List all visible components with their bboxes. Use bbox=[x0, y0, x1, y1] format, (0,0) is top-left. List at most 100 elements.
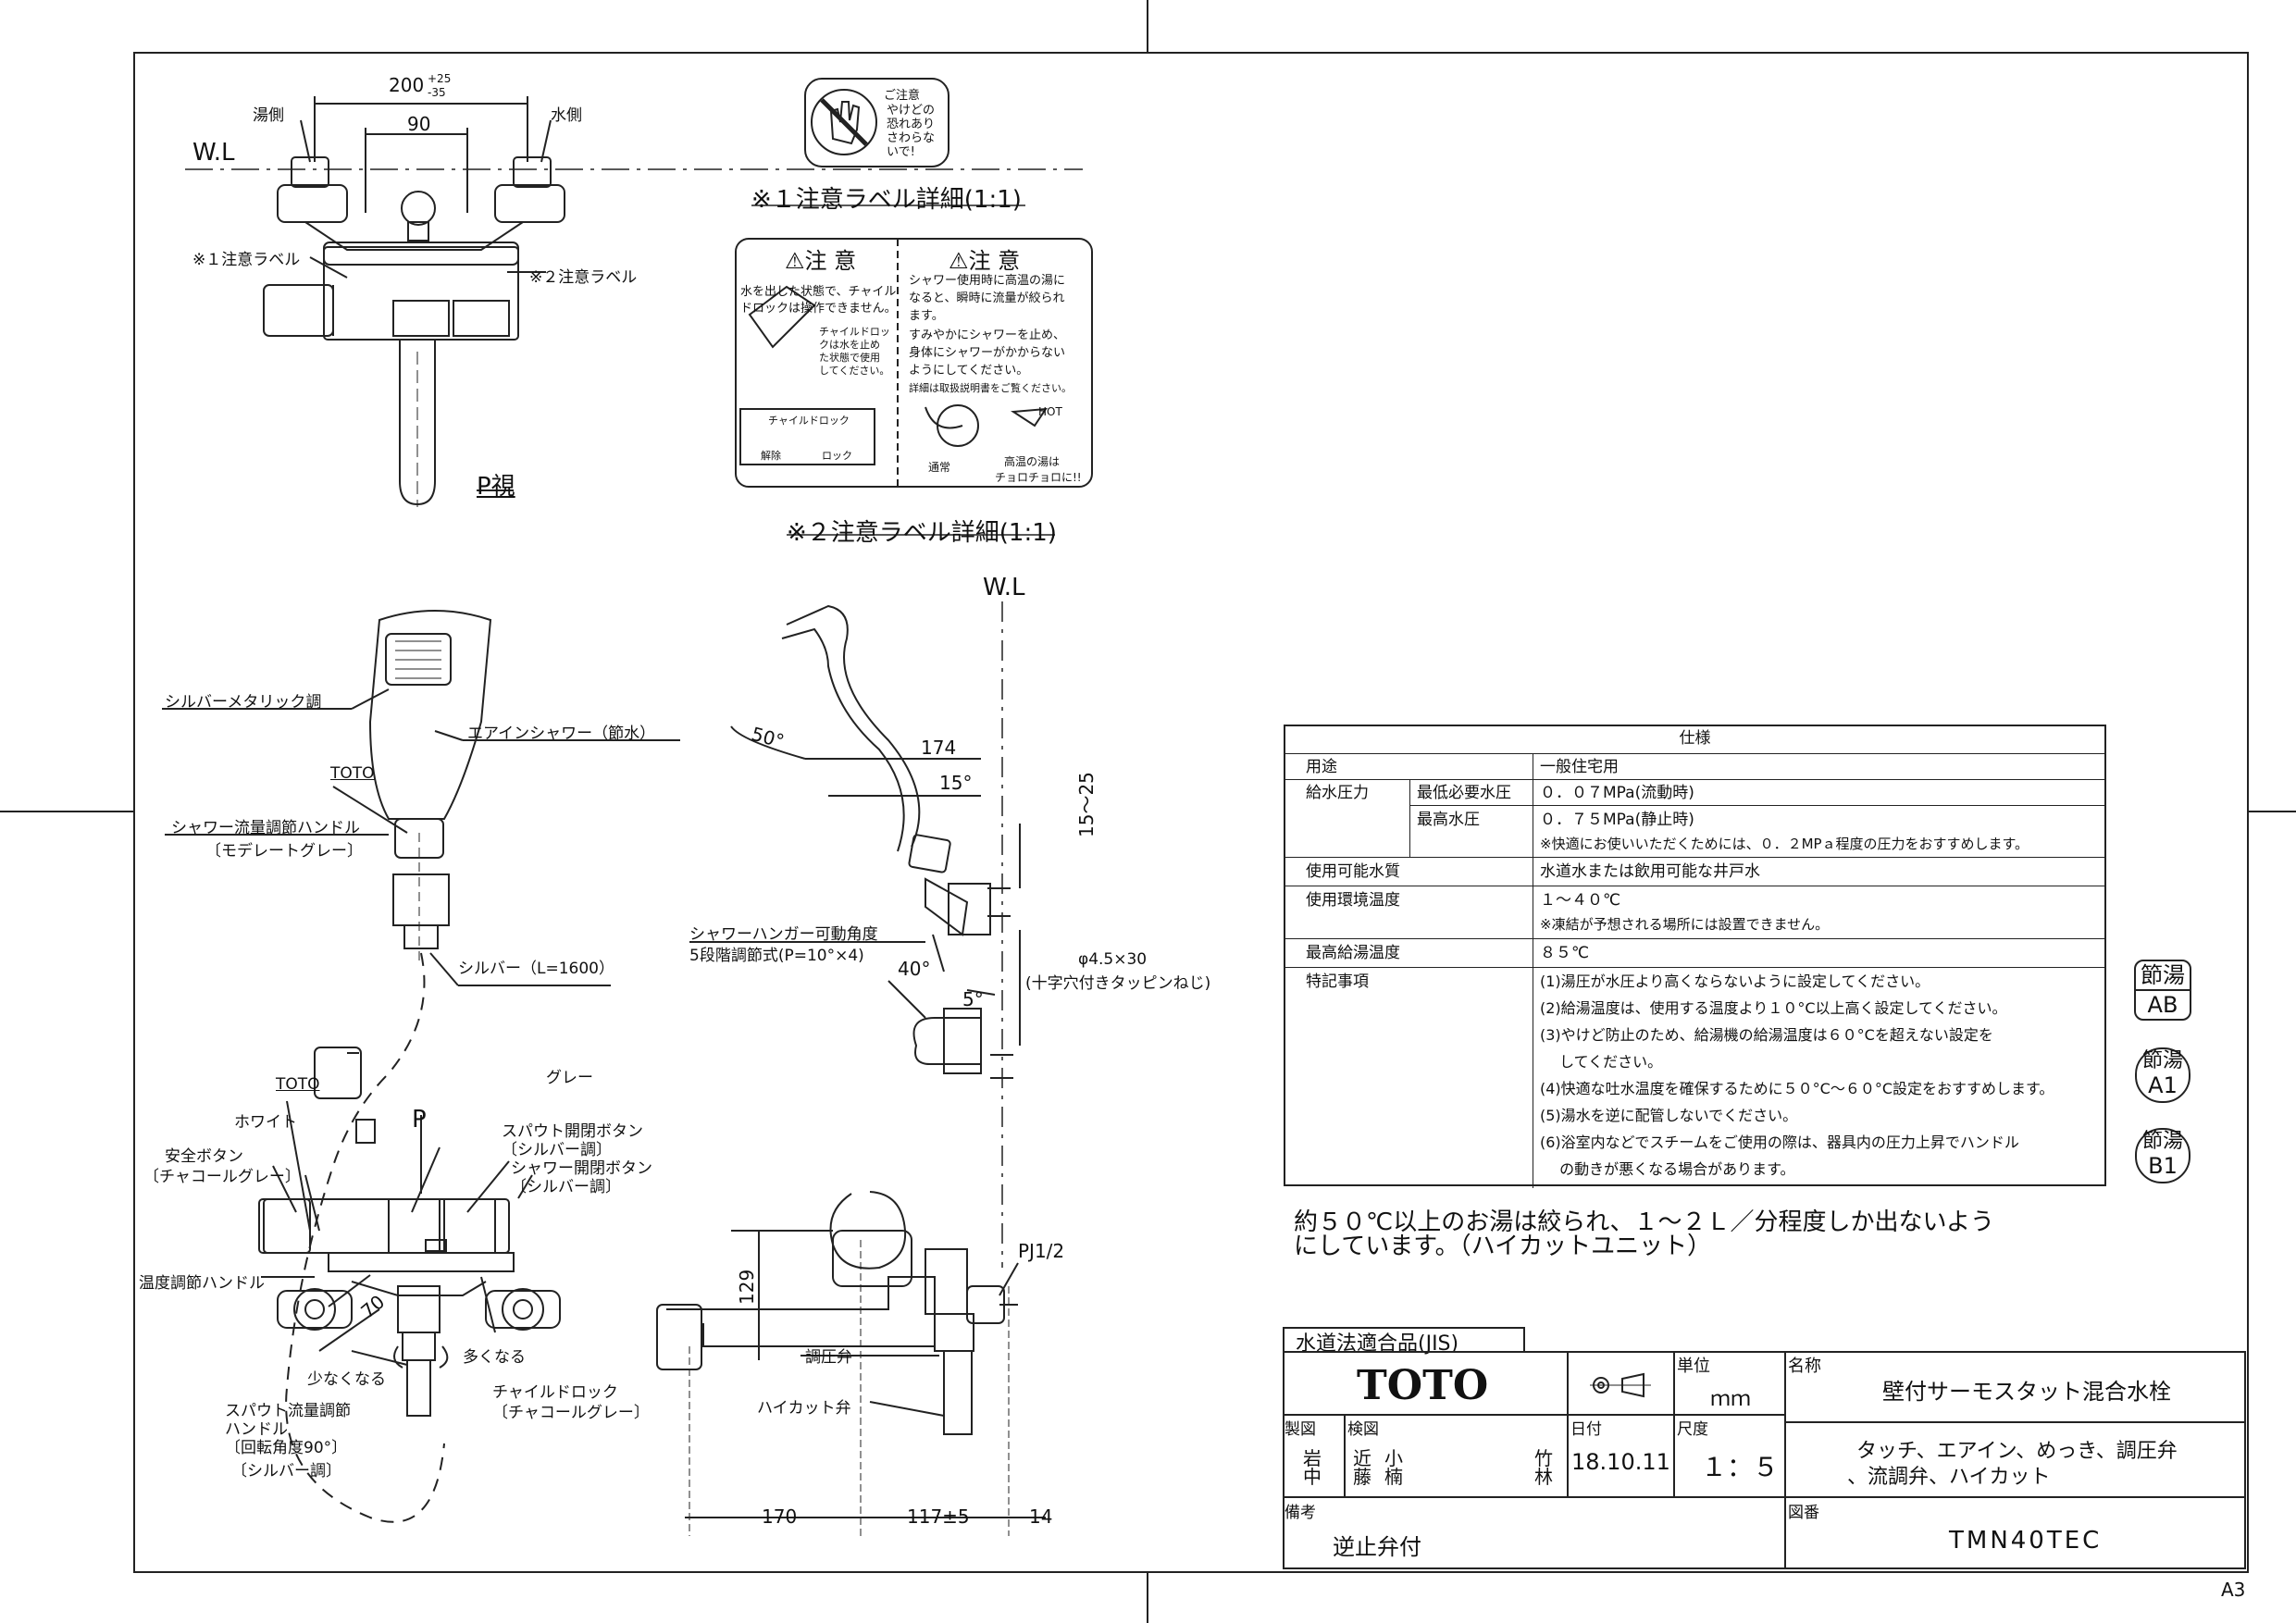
label-toto-2: TOTO bbox=[276, 1075, 320, 1094]
stamp-b1-bottom: B1 bbox=[2148, 1153, 2178, 1179]
dim-200-tol-bot: -35 bbox=[428, 86, 446, 99]
label-toto-1: TOTO bbox=[330, 764, 375, 783]
stamp-a1-bottom: A1 bbox=[2148, 1072, 2178, 1098]
caution2-mini-1: チャイルドロッ bbox=[819, 326, 890, 338]
label-silver-tone-2: 〔シルバー調〕 bbox=[511, 1178, 621, 1196]
stamp-b1: 節湯 B1 bbox=[2135, 1128, 2191, 1183]
caution2-left-text-2: ドロックは操作できません。 bbox=[740, 302, 897, 316]
check-5: 竹 bbox=[1534, 1447, 1553, 1469]
spec-row-3-val: ０．７５MPa(静止時) bbox=[1540, 811, 1694, 829]
label-pressure-valve: 調圧弁 bbox=[805, 1348, 852, 1367]
label-spout-flow-2: ハンドル bbox=[225, 1420, 288, 1439]
check-6: 林 bbox=[1534, 1466, 1553, 1488]
spec-note-1: (1)湯圧が水圧より高くならないように設定してください。 bbox=[1540, 973, 1930, 990]
label-ang-5: 5° bbox=[962, 988, 984, 1010]
stamp-a1: 節湯 A1 bbox=[2135, 1047, 2191, 1103]
spec-note-2: (2)給湯温度は、使用する温度より１０°C以上高く設定してください。 bbox=[1540, 999, 2007, 1017]
spec-title: 仕様 bbox=[1679, 729, 1711, 748]
label-child-lock: チャイルドロック bbox=[492, 1383, 618, 1402]
label-highcut-valve: ハイカット弁 bbox=[757, 1399, 851, 1418]
caution2-right-text-5: 身体にシャワーがかからない bbox=[909, 346, 1066, 360]
projection-symbol bbox=[1590, 1372, 1651, 1398]
label-shower-flow-handle: シャワー流量調節ハンドル bbox=[171, 819, 360, 837]
unit-label: 単位 bbox=[1677, 1357, 1710, 1376]
label-pj: PJ1/2 bbox=[1018, 1240, 1065, 1262]
caution2-child-lock: チャイルドロック bbox=[768, 415, 850, 427]
stamp-a1-top: 節湯 bbox=[2141, 1049, 2183, 1072]
spec-row-2-val: ０．０７MPa(流動時) bbox=[1540, 784, 1694, 802]
stamp-ab-top: 節湯 bbox=[2141, 962, 2185, 988]
drawn-2: 中 bbox=[1303, 1466, 1322, 1488]
sticker-text-2: 恐れあり bbox=[887, 118, 936, 131]
spec-row-2-key: 給水圧力 bbox=[1306, 784, 1369, 802]
remarks-value: 逆止弁付 bbox=[1333, 1534, 1421, 1560]
spec-row-2-subkey: 最低必要水圧 bbox=[1417, 784, 1511, 802]
label-charcoal-2: 〔チャコールグレー〕 bbox=[492, 1404, 650, 1422]
date-value: 18.10.11 bbox=[1571, 1449, 1670, 1475]
check-4: 楠 bbox=[1384, 1466, 1403, 1488]
label-d-14: 14 bbox=[1029, 1505, 1053, 1528]
dim-200: 200 bbox=[389, 74, 425, 96]
label-spout-flow-3: 〔回転角度90°〕 bbox=[225, 1439, 348, 1457]
label-silver-metallic: シルバーメタリック調 bbox=[165, 693, 322, 712]
label-caution2: ※２注意ラベル bbox=[529, 268, 638, 287]
caution2-hot-note-1: 高温の湯は bbox=[1004, 455, 1061, 468]
label-silver-tone-1: 〔シルバー調〕 bbox=[502, 1141, 612, 1159]
label-white: ホワイト bbox=[234, 1113, 297, 1132]
title-block: 水道法適合品(JIS) TOTO 単位 ｍｍ 名称 壁付サーモスタット混合水栓 … bbox=[1283, 1327, 2246, 1569]
caution-sticker bbox=[735, 78, 1093, 536]
spec-row-6-val: １～４０℃ bbox=[1540, 891, 1621, 910]
caution2-release: 解除 bbox=[761, 450, 781, 462]
label-d-15-25: 15～25 bbox=[1075, 772, 1098, 837]
caution2-mini-4: してください。 bbox=[819, 365, 890, 377]
spec-row-9-key: 特記事項 bbox=[1306, 973, 1369, 991]
product-name: 壁付サーモスタット混合水栓 bbox=[1882, 1379, 2171, 1405]
label-shower-button: シャワー開閉ボタン bbox=[511, 1159, 652, 1178]
sticker-text-1: やけどの bbox=[887, 104, 936, 118]
label-gray: グレー bbox=[546, 1069, 593, 1087]
label-yu-side: 湯側 bbox=[253, 106, 284, 125]
scale-value: １：５ bbox=[1701, 1452, 1780, 1482]
stamp-ab: 節湯 AB bbox=[2134, 960, 2191, 1021]
caution2-right-text-1: シャワー使用時に高温の湯に bbox=[909, 274, 1066, 288]
shower-head-front bbox=[162, 610, 680, 1523]
scale-label: 尺度 bbox=[1677, 1420, 1708, 1439]
sticker-title: ご注意 bbox=[884, 89, 921, 103]
caution2-right-text-6: ようにしてください。 bbox=[909, 364, 1029, 378]
sticker-text-4: いで! bbox=[887, 145, 915, 159]
label-screw-dim: φ4.5×30 bbox=[1078, 950, 1148, 969]
label-p-mark: P bbox=[412, 1106, 427, 1134]
label-more: 多くなる bbox=[463, 1348, 526, 1367]
label-airin-shower: エアインシャワー（節水） bbox=[467, 725, 656, 743]
spec-row-6-key: 使用環境温度 bbox=[1306, 891, 1400, 910]
spec-table: 仕様 用途 一般住宅用 給水圧力 最低必要水圧 ０．０７MPa(流動時) 最高水… bbox=[1284, 725, 2106, 1188]
label-d-117: 117±5 bbox=[907, 1505, 970, 1528]
faucet-front-view bbox=[258, 1047, 561, 1417]
drawn-1: 岩 bbox=[1303, 1447, 1322, 1469]
label-safety-button: 安全ボタン bbox=[165, 1147, 243, 1166]
spec-row-1-val: 一般住宅用 bbox=[1540, 758, 1619, 776]
caution2-right-title: ⚠注 意 bbox=[949, 248, 1021, 274]
caution2-left-title: ⚠注 意 bbox=[785, 248, 857, 274]
spec-row-3-subkey: 最高水圧 bbox=[1417, 811, 1480, 829]
spec-row-7-val: ※凍結が予想される場所には設置できません。 bbox=[1540, 916, 1830, 933]
caution2-right-text-4: すみやかにシャワーを止め、 bbox=[909, 328, 1066, 342]
features-line-1: タッチ、エアイン、めっき、調圧弁 bbox=[1856, 1440, 2178, 1463]
label-silver-hose: シルバー（L=1600） bbox=[458, 960, 614, 978]
caution2-manual: 詳細は取扱説明書をご覧ください。 bbox=[909, 382, 1072, 394]
label-ang-15: 15° bbox=[939, 772, 973, 794]
date-label: 日付 bbox=[1570, 1420, 1602, 1439]
note-50c-line-1: 約５０℃以上のお湯は絞られ、１～２Ｌ／分程度しか出ないよう bbox=[1294, 1208, 1994, 1236]
label-spout-flow-1: スパウト流量調節 bbox=[225, 1402, 351, 1420]
spec-note-6: (6)浴室内などでスチームをご使用の際は、器具内の圧力上昇でハンドル bbox=[1540, 1134, 2019, 1151]
dim-200-tol-top: +25 bbox=[428, 72, 452, 85]
stamp-b1-top: 節湯 bbox=[2141, 1130, 2183, 1153]
spec-row-5-key: 使用可能水質 bbox=[1306, 862, 1400, 881]
drawn-label: 製図 bbox=[1285, 1420, 1316, 1439]
spec-row-5-val: 水道水または飲用可能な井戸水 bbox=[1540, 862, 1760, 881]
spec-note-3b: してください。 bbox=[1540, 1053, 1663, 1071]
spec-note-3: (3)やけど防止のため、給湯機の給湯温度は６０°Cを超えない設定を bbox=[1540, 1026, 1993, 1044]
top-view bbox=[185, 96, 1083, 507]
label-less: 少なくなる bbox=[307, 1370, 386, 1389]
caution2-detail-title: ※２注意ラベル詳細(1:1) bbox=[787, 519, 1057, 547]
